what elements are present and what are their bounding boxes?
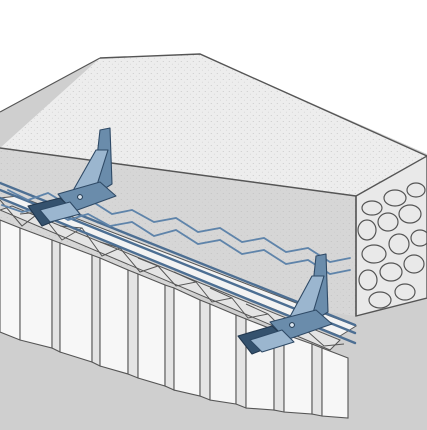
- brick-unit: [311, 343, 323, 417]
- brick-unit: [0, 219, 21, 341]
- brick-unit: [173, 287, 201, 397]
- brick-unit: [164, 284, 175, 391]
- stone: [406, 182, 426, 198]
- brick-unit: [51, 239, 61, 353]
- wall-top-edge-near: [0, 147, 357, 197]
- wall-end-section: [356, 156, 427, 316]
- stone: [361, 200, 383, 216]
- wall-tie-bracket-right: [237, 253, 333, 355]
- brick-unit: [137, 273, 166, 387]
- stone: [383, 189, 407, 207]
- stone: [357, 219, 377, 241]
- rubble-stones: [357, 182, 427, 309]
- stone: [379, 262, 403, 282]
- wall-back-edge: [0, 57, 101, 113]
- brick-unit: [91, 254, 101, 367]
- stone: [361, 244, 387, 264]
- brick-unit: [321, 347, 349, 419]
- bracket-clip: [249, 329, 295, 353]
- brick-unit: [199, 299, 211, 401]
- brick-unit: [127, 269, 139, 379]
- stone: [388, 233, 410, 255]
- stone: [358, 269, 378, 291]
- brick-unit: [235, 314, 247, 409]
- wall-tie-bracket-left: [27, 127, 117, 227]
- stone: [403, 254, 425, 274]
- brick-unit: [19, 227, 53, 349]
- brick-unit: [59, 242, 93, 363]
- stone: [368, 291, 392, 309]
- stone: [377, 212, 399, 232]
- stone: [394, 283, 416, 301]
- brick-unit: [283, 333, 313, 415]
- bracket-bolt: [289, 322, 295, 328]
- bracket-bolt: [77, 194, 83, 200]
- stone: [410, 229, 427, 247]
- bracket-clip: [39, 201, 81, 223]
- brick-unit: [99, 257, 129, 375]
- brick-unit: [209, 303, 237, 405]
- brick-columns: [0, 219, 349, 419]
- wall-top-edge-far: [99, 53, 427, 157]
- stone: [398, 204, 422, 224]
